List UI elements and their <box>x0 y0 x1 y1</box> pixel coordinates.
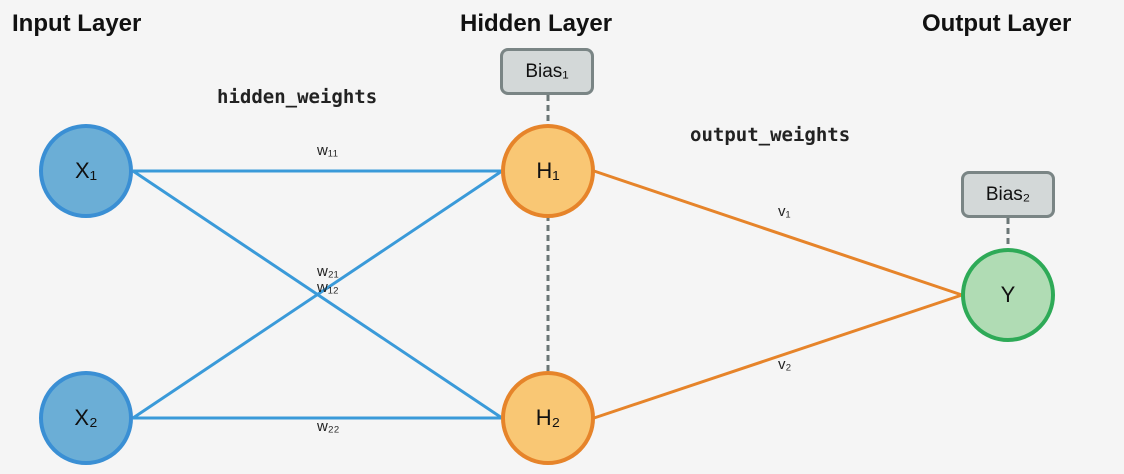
hidden-node-h2: H₂ <box>501 371 595 465</box>
weight-label-v1: v₁ <box>778 203 791 220</box>
input-node-x2: X₂ <box>39 371 133 465</box>
weight-label-w12: w₁₂ <box>317 279 339 296</box>
hidden-layer-title: Hidden Layer <box>460 10 613 37</box>
output-layer-title: Output Layer <box>922 10 1072 37</box>
hidden-weights-label: hidden_weights <box>217 86 378 108</box>
output-node-y: Y <box>961 248 1055 342</box>
bias2-box: Bias₂ <box>961 171 1055 218</box>
hidden-node-h1: H₁ <box>501 124 595 218</box>
input-node-x1: X₁ <box>39 124 133 218</box>
bias1-box: Bias₁ <box>500 48 594 95</box>
weight-label-w22: w₂₂ <box>317 418 340 435</box>
edge-h2-y <box>593 293 963 420</box>
weight-label-w21: w₂₁ <box>317 263 339 280</box>
edge-x2-h1 <box>132 169 503 420</box>
output-weights-label: output_weights <box>690 124 851 146</box>
input-layer-title: Input Layer <box>12 10 142 37</box>
weight-label-v2: v₂ <box>778 356 792 373</box>
edge-h1-y <box>593 169 963 297</box>
weight-label-w11: w₁₁ <box>317 142 338 159</box>
